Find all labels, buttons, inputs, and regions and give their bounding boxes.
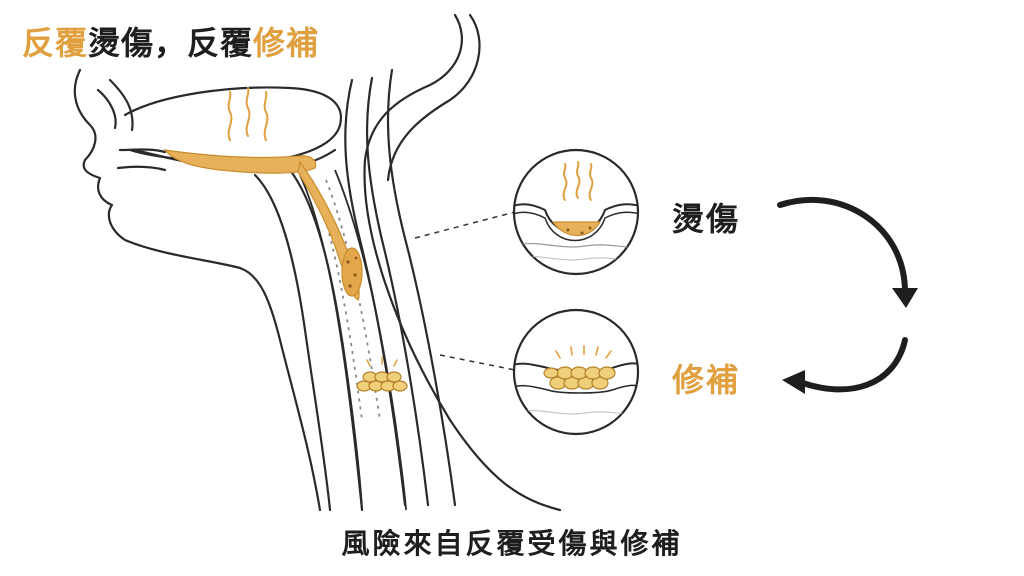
repair-zoom-circle <box>512 308 640 436</box>
repair-glow <box>555 345 612 359</box>
cycle-arrow-down-icon <box>777 196 908 295</box>
cycle-arrow-up-head <box>782 370 805 394</box>
title-part-2: 燙傷， <box>88 24 188 62</box>
caption: 風險來自反覆受傷與修補 <box>341 527 683 560</box>
repair-cells-esophagus <box>356 371 408 392</box>
head-neck-outline <box>73 13 562 512</box>
repair-label: 修補 <box>672 361 741 399</box>
repair-glow <box>366 356 398 367</box>
title-part-3: 反覆 <box>187 24 254 62</box>
steam-icon <box>562 161 594 201</box>
cycle-arrow-up-icon <box>797 337 908 393</box>
cycle-arrow-down-head <box>892 288 918 308</box>
esophagus <box>299 169 407 511</box>
title-part-4: 修補 <box>253 24 320 62</box>
burn-label: 燙傷 <box>672 200 741 238</box>
burn-zoom-circle <box>512 148 640 276</box>
title-part-1: 反覆 <box>22 24 89 62</box>
callout-connectors <box>414 211 516 371</box>
steam-icon <box>227 87 269 141</box>
hot-liquid <box>163 149 363 301</box>
page-title: 反覆燙傷，反覆修補 <box>22 18 319 64</box>
